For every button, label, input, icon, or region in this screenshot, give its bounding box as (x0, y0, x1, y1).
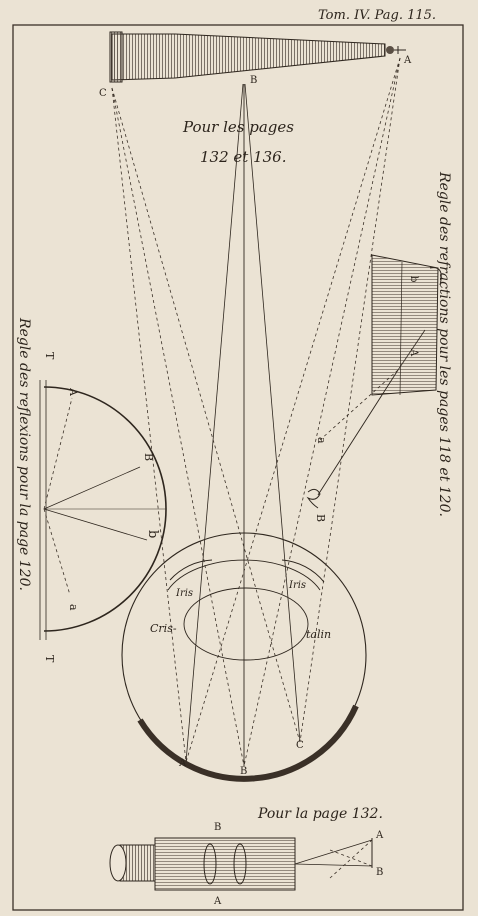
label-B-bottom-top: B (214, 822, 221, 833)
label-C-eye: C (296, 740, 304, 751)
label-B-bottom-right: B (376, 867, 383, 878)
label-C-top: C (99, 88, 107, 99)
plate-border (12, 24, 464, 911)
label-a-vessel: a (315, 437, 328, 444)
label-iris-left: Iris (175, 588, 193, 599)
label-A-eye: A (178, 758, 187, 769)
bottom-telescope (109, 837, 373, 891)
eye-diagram (121, 532, 367, 782)
caption-left-rule: Regle des reflexions pour la page 120. (16, 317, 32, 591)
label-B-left: B (142, 453, 155, 461)
label-B-eye: B (240, 766, 247, 777)
caption-bottom: Pour la page 132. (257, 806, 383, 822)
caption-top-line1: Pour les pages (182, 118, 294, 136)
water-vessel (317, 254, 442, 496)
label-A-vessel: A (408, 348, 419, 357)
caption-right-rule: Regle des refractions pour les pages 118… (436, 171, 452, 517)
label-cris: Cris- (150, 622, 177, 635)
label-b-left: b (145, 530, 160, 538)
label-A-bottom: A (213, 896, 222, 907)
label-A-top: A (403, 55, 412, 66)
label-T-bottom: T (43, 655, 56, 663)
reflection-semicircle (39, 380, 167, 640)
label-b-vessel: b (408, 276, 419, 282)
label-A-left: A (67, 387, 80, 397)
page-header: Tom. IV. Pag. 115. (318, 8, 436, 23)
label-A-bottom-right: A (375, 830, 384, 841)
label-iris-right: Iris (288, 580, 306, 591)
label-B-top: B (250, 75, 257, 86)
label-B-vessel: B (314, 514, 327, 522)
label-T-top: T (43, 352, 56, 360)
light-rays (111, 57, 401, 767)
label-talin: talin (306, 628, 331, 641)
eye-sketch-icon (306, 488, 321, 509)
caption-top-line2: 132 et 136. (200, 148, 286, 166)
label-a-left: a (67, 604, 80, 611)
top-telescope (109, 31, 406, 83)
